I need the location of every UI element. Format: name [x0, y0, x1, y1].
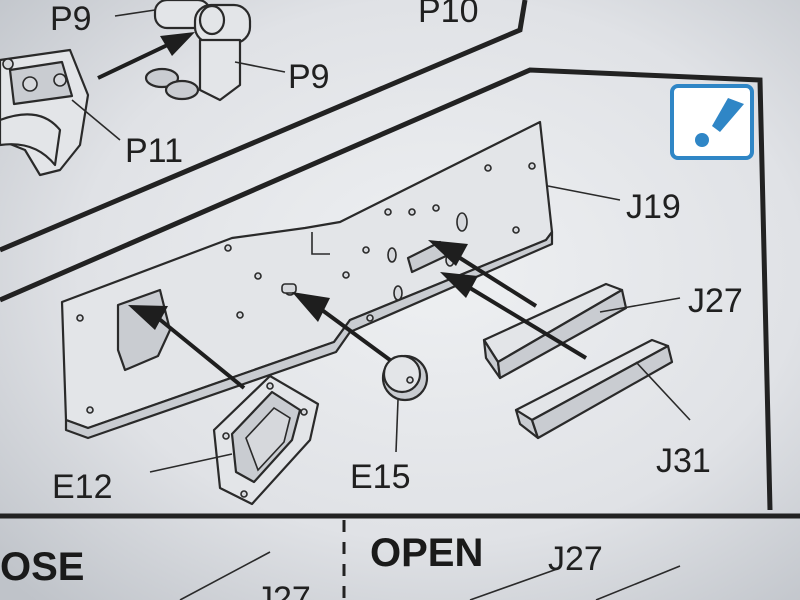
- label-j27-bottom-right: J27: [548, 540, 603, 578]
- bottom-step-row: [0, 513, 800, 600]
- label-e12: E12: [52, 468, 113, 506]
- leader-p9-top: [114, 9, 156, 17]
- label-p11: P11: [125, 132, 183, 170]
- leader-j19: [547, 185, 621, 201]
- arrow-e12: [128, 305, 246, 390]
- part-e12-frame: [212, 374, 320, 506]
- part-e15-cap: [381, 354, 429, 402]
- label-j27-bottom-left: J27: [256, 580, 311, 600]
- label-j27: J27: [688, 282, 743, 320]
- top-step-panel: [0, 0, 528, 253]
- leader-e15: [395, 399, 399, 453]
- leader-j31: [635, 361, 691, 421]
- label-p9-right: P9: [288, 58, 330, 96]
- label-j31: J31: [656, 442, 711, 480]
- label-j19: J19: [626, 188, 681, 226]
- leader-j27: [599, 297, 681, 313]
- arrow-j27-upper: [428, 240, 538, 308]
- label-close: OSE: [0, 545, 84, 589]
- part-p11-bracket: [0, 48, 90, 177]
- leader-e12: [149, 453, 233, 473]
- arrow-j27-lower: [440, 272, 588, 360]
- exclamation-icon: [695, 98, 744, 147]
- label-p10: P10: [418, 0, 479, 30]
- label-open: OPEN: [370, 531, 483, 575]
- part-p9-assembly: [144, 0, 252, 102]
- label-e15: E15: [350, 458, 411, 496]
- caution-badge: [670, 84, 754, 160]
- arrow-e15: [292, 292, 392, 362]
- arrow-to-p9: [97, 32, 195, 80]
- label-p9-top: P9: [50, 0, 92, 38]
- leader-p11: [71, 99, 121, 141]
- part-j31-bar: [514, 338, 674, 440]
- leader-p9-right: [234, 61, 286, 73]
- main-step-panel: [0, 67, 773, 511]
